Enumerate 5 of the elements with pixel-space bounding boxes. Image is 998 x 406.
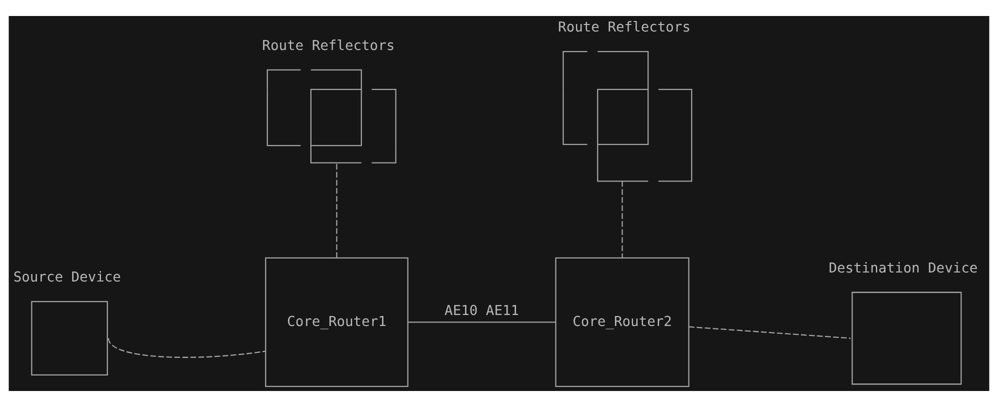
node-label: Route Reflectors xyxy=(558,19,691,36)
node-label: Source Device xyxy=(13,269,121,286)
node-label: Route Reflectors xyxy=(262,37,395,54)
edge-label: AE10 AE11 xyxy=(444,302,520,318)
node-label: Destination Device xyxy=(828,260,978,276)
